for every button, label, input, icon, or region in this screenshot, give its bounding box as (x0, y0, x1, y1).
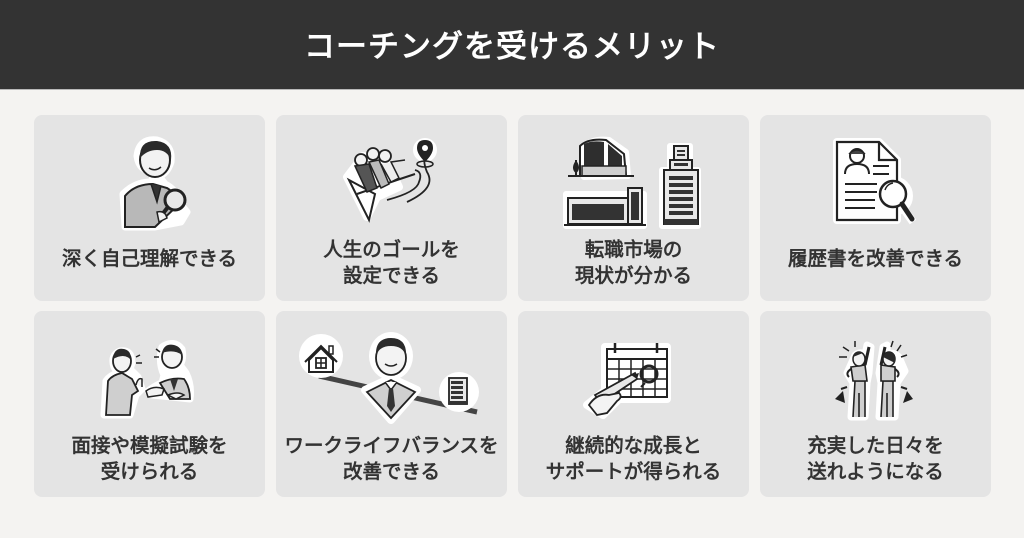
merit-label: 転職市場の 現状が分かる (518, 233, 749, 293)
merit-label: ワークライフバランスを 改善できる (276, 429, 507, 489)
header-bar: コーチングを受けるメリット (0, 0, 1024, 90)
merit-label: 人生のゴールを 設定できる (276, 233, 507, 293)
page-title: コーチングを受けるメリット (304, 29, 720, 65)
man-with-magnifying-glass-icon (34, 127, 265, 237)
home-work-balance-icon (276, 323, 507, 433)
merit-card-job-market: 転職市場の 現状が分かる (518, 115, 749, 301)
merit-label-line: 人生のゴールを (323, 238, 460, 261)
merit-label: 深く自己理解できる (34, 229, 265, 289)
merit-label-line: 転職市場の (584, 238, 683, 261)
merit-label-line: 受けられる (100, 460, 199, 483)
merit-label-line: 深く自己理解できる (61, 247, 238, 270)
merit-label: 面接や模擬試験を 受けられる (34, 429, 265, 489)
interview-handshake-icon (34, 323, 265, 433)
merit-label-line: 履歴書を改善できる (787, 247, 964, 270)
office-buildings-icon (518, 127, 749, 237)
merit-label-line: 継続的な成長と (565, 434, 702, 457)
merit-card-life-goal: 人生のゴールを 設定できる (276, 115, 507, 301)
merit-label: 充実した日々を 送れようになる (760, 429, 991, 489)
merit-card-work-life-balance: ワークライフバランスを 改善できる (276, 311, 507, 497)
merit-label: 継続的な成長と サポートが得られる (518, 429, 749, 489)
merit-card-interview-practice: 面接や模擬試験を 受けられる (34, 311, 265, 497)
merit-grid: 深く自己理解できる (34, 115, 991, 497)
merit-label-line: サポートが得られる (545, 460, 722, 483)
merit-label-line: 改善できる (342, 460, 441, 483)
merit-card-resume: 履歴書を改善できる (760, 115, 991, 301)
merit-label-line: ワークライフバランスを (284, 434, 499, 457)
people-riding-paper-plane-to-goal-pin-icon (276, 127, 507, 237)
merit-label-line: 現状が分かる (574, 264, 692, 287)
merit-label-line: 設定できる (342, 264, 441, 287)
merit-label-line: 面接や模擬試験を (71, 434, 228, 457)
resume-with-magnifier-icon (760, 127, 991, 237)
merit-label: 履歴書を改善できる (760, 229, 991, 289)
merit-label-line: 充実した日々を (807, 434, 944, 457)
celebrating-people-icon (760, 323, 991, 433)
merit-card-continuous-growth: 継続的な成長と サポートが得られる (518, 311, 749, 497)
merit-label-line: 送れようになる (807, 460, 944, 483)
merit-card-self-understanding: 深く自己理解できる (34, 115, 265, 301)
merit-card-fulfilling-days: 充実した日々を 送れようになる (760, 311, 991, 497)
calendar-with-pen-icon (518, 323, 749, 433)
